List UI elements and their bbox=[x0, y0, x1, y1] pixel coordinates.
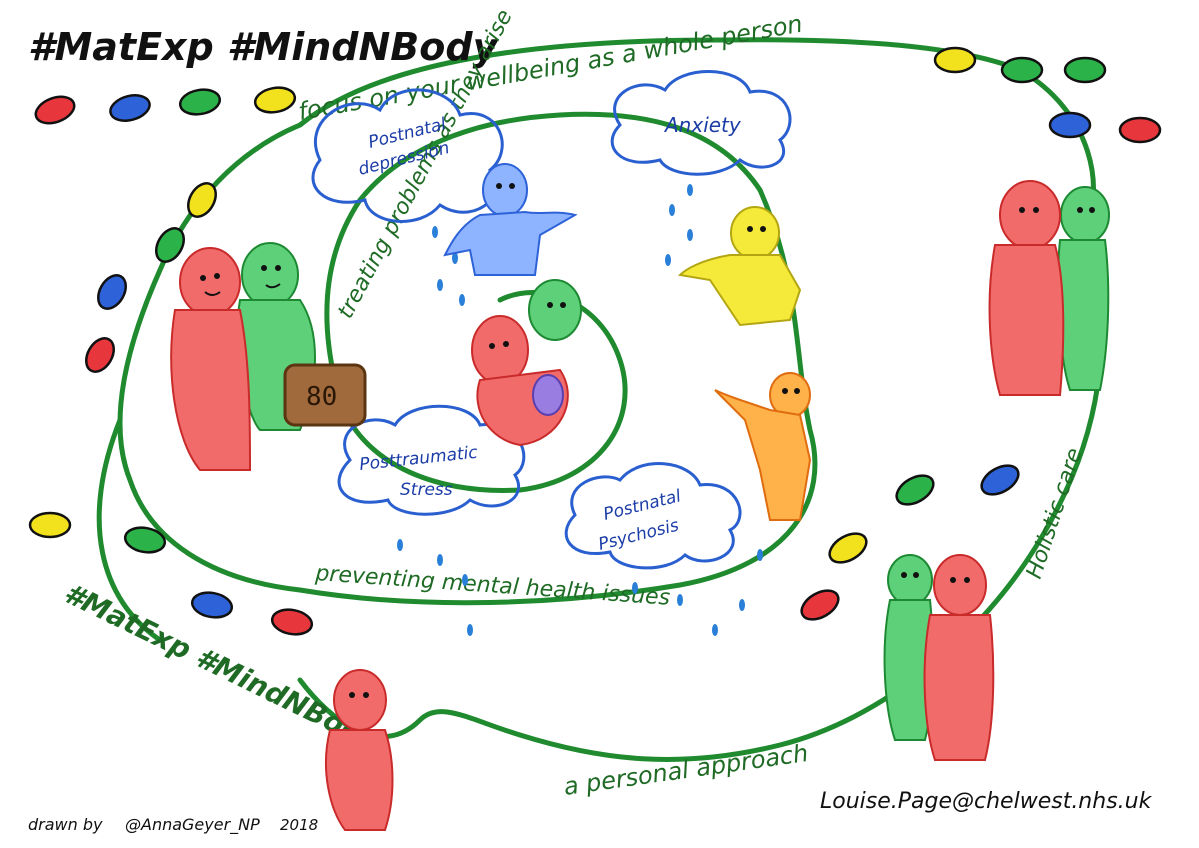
cloud-label-line-2: Stress bbox=[400, 480, 453, 500]
credit: drawn by @AnnaGeyer_NP 2018 bbox=[28, 815, 318, 835]
spiral-phrase-personal: a personal approach bbox=[562, 739, 810, 801]
figure-yellow bbox=[677, 206, 802, 327]
cloud-anxiety: Anxiety bbox=[610, 70, 792, 176]
figure-couple-walking bbox=[170, 242, 316, 471]
credit-author: @AnnaGeyer_NP bbox=[125, 815, 260, 835]
page-title: #MatExp #MindNBody bbox=[28, 25, 500, 69]
rain-drops bbox=[397, 184, 763, 636]
credit-year: 2018 bbox=[280, 816, 318, 834]
figure-blue bbox=[443, 163, 578, 276]
figure-couple-bottom-right bbox=[883, 554, 995, 761]
figure-parent-with-baby bbox=[471, 279, 582, 447]
credit-drawn-by: drawn by bbox=[28, 815, 103, 834]
figure-couple-hugging bbox=[988, 180, 1110, 396]
briefcase-label: 80 bbox=[306, 382, 337, 412]
figure-bottom-center bbox=[324, 669, 394, 831]
cloud-postnatal-psychosis: Postnatal Psychosis bbox=[564, 462, 742, 570]
contact-email: Louise.Page@chelwest.nhs.uk bbox=[820, 789, 1153, 814]
decorative-beans bbox=[28, 46, 1162, 636]
briefcase: 80 bbox=[283, 363, 367, 427]
cloud-label-line-1: Posttraumatic bbox=[358, 443, 479, 475]
figure-orange bbox=[714, 372, 812, 521]
cloud-label: Anxiety bbox=[663, 113, 742, 137]
spiral-phrase-holistic: Holistic care bbox=[1022, 445, 1088, 582]
